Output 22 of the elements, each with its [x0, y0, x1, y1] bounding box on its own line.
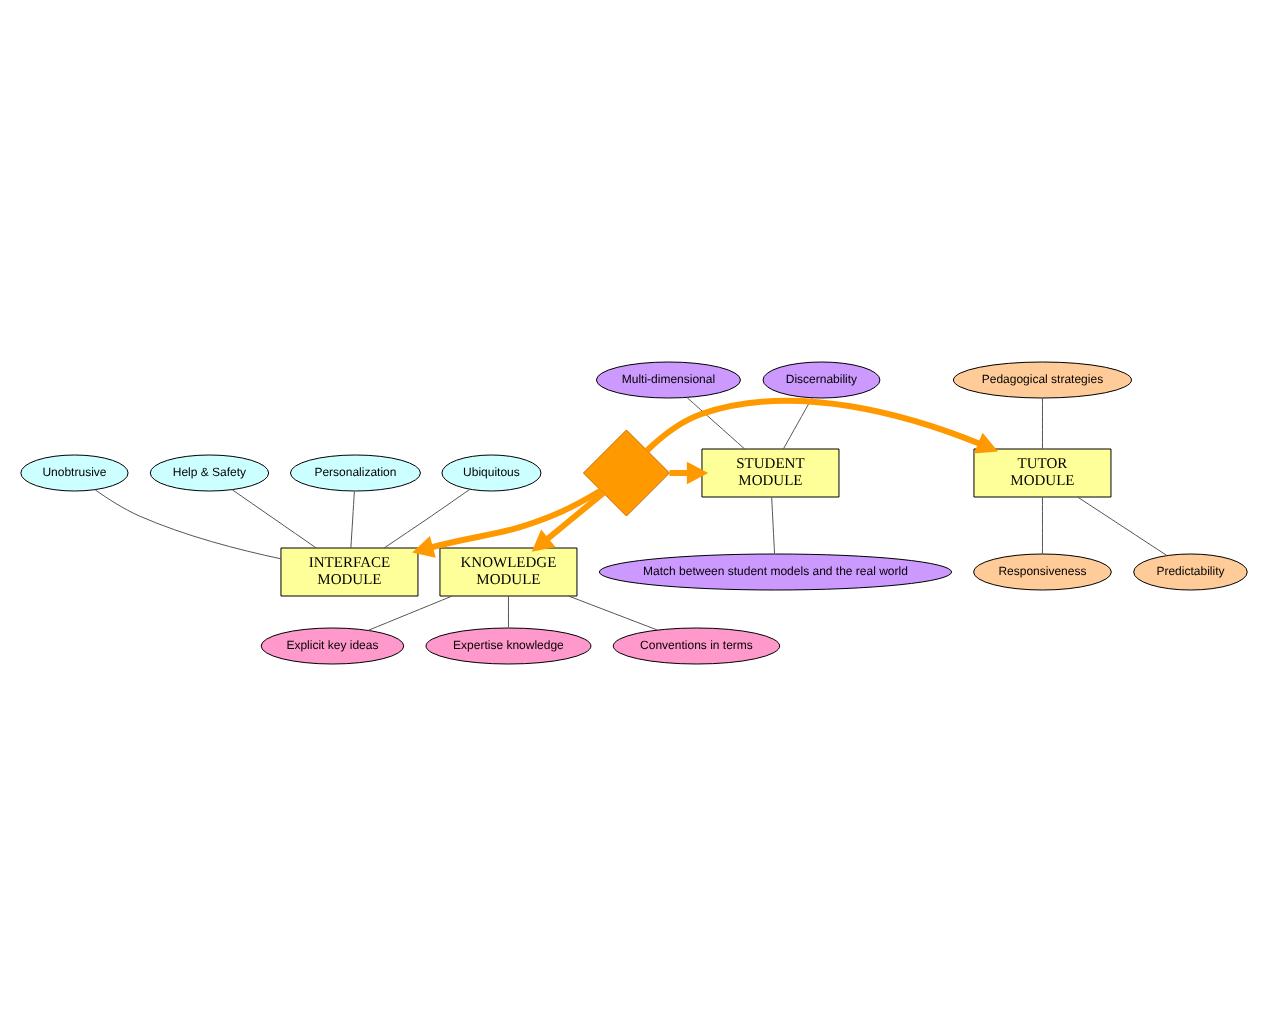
- connector: [568, 594, 658, 630]
- connector: [367, 594, 453, 630]
- connector: [231, 488, 317, 548]
- arrow: [669, 460, 709, 484]
- connector: [1077, 495, 1168, 555]
- arrow: [644, 396, 999, 453]
- connector: [783, 396, 813, 449]
- node-box: KNOWLEDGE MODULE: [439, 546, 578, 596]
- connector: [1041, 396, 1043, 449]
- connector: [1041, 496, 1043, 554]
- node-box: STUDENT MODULE: [701, 447, 840, 497]
- node-arrow: [582, 428, 670, 516]
- node-box: TUTOR MODULE: [973, 447, 1112, 497]
- node-box: INTERFACE MODULE: [280, 546, 419, 596]
- arrow: [412, 486, 603, 557]
- connector: [350, 489, 355, 548]
- connector: [686, 396, 746, 449]
- connector: [771, 496, 776, 554]
- connector: [94, 488, 282, 559]
- arrow: [531, 489, 606, 551]
- connector: [383, 487, 471, 548]
- connector: [507, 594, 509, 628]
